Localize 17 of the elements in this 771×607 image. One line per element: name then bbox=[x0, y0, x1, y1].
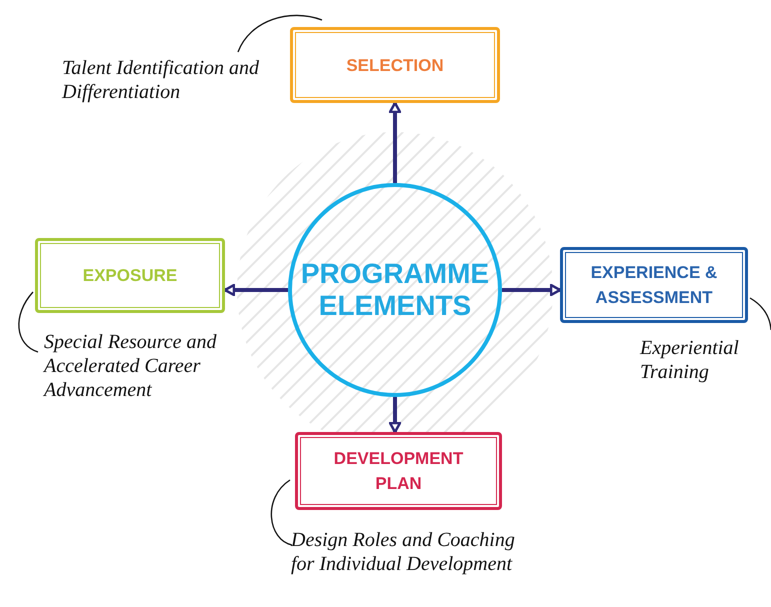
caption-text: Talent Identification and Differentiation bbox=[62, 56, 260, 104]
process-box bbox=[560, 247, 748, 323]
process-box bbox=[35, 238, 225, 313]
arrow bbox=[224, 284, 288, 296]
box-label: SELECTION bbox=[346, 54, 444, 76]
box-label: EXPOSURE bbox=[82, 265, 178, 287]
arrow bbox=[388, 397, 402, 434]
arrow bbox=[502, 284, 562, 296]
process-box bbox=[290, 27, 500, 103]
caption-text: Experiential Training bbox=[640, 336, 740, 384]
arrow bbox=[388, 102, 402, 183]
caption-text: Special Resource and Accelerated Career Advancement bbox=[44, 330, 218, 402]
box-label: DEVELOPMENT PLAN bbox=[332, 448, 464, 495]
circle-title: PROGRAMME ELEMENTS bbox=[300, 258, 490, 322]
process-box bbox=[295, 432, 502, 510]
caption-text: Design Roles and Coaching for Individual Development bbox=[291, 528, 516, 576]
box-label: EXPERIENCE & ASSESSMENT bbox=[590, 262, 718, 309]
